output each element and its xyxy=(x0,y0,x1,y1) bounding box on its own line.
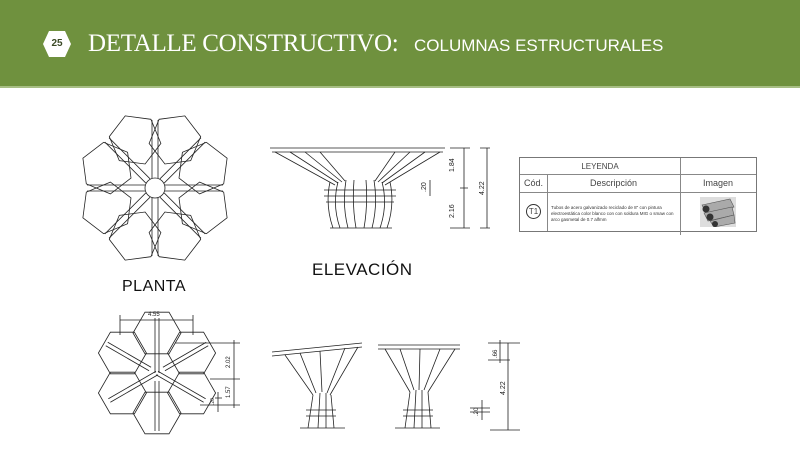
elevation-top-dimensions: 1.84 2.16 4.22 .20 xyxy=(421,147,490,229)
beam-line xyxy=(159,196,202,239)
beam-line xyxy=(108,137,151,180)
beam-line xyxy=(104,141,147,184)
plan-bottom-dimensions: 4.55 2.02 1.57 .20 xyxy=(119,312,240,412)
hexagon-panel xyxy=(132,311,182,355)
header-bar: 25 DETALLE CONSTRUCTIVO: COLUMNAS ESTRUC… xyxy=(0,0,800,88)
hexagon-panel xyxy=(108,211,162,261)
page-number: 25 xyxy=(51,38,63,49)
page-title: DETALLE CONSTRUCTIVO: xyxy=(88,30,399,57)
beam-line xyxy=(104,192,147,235)
dim-plan-lower: 1.57 xyxy=(226,386,232,398)
header-code: Cód. xyxy=(520,174,548,192)
dim-plan-upper: 2.02 xyxy=(226,356,232,368)
header-image: Imagen xyxy=(702,178,734,188)
plan-top-drawing xyxy=(82,115,228,261)
hexagon-panel xyxy=(178,141,228,195)
hexagon-panel xyxy=(82,181,132,235)
hexagon-panel xyxy=(167,371,217,415)
beam-line xyxy=(155,374,204,403)
page-subtitle: COLUMNAS ESTRUCTURALES xyxy=(414,36,664,55)
hexagon-panel xyxy=(132,391,182,435)
hexagon-panel xyxy=(108,115,162,165)
elevation-bottom-drawing xyxy=(271,342,460,429)
hexagon-panel xyxy=(178,181,228,235)
hexagon-panel xyxy=(148,115,202,165)
dim-lower: 2.16 xyxy=(449,204,456,218)
dim-upper: 1.84 xyxy=(449,158,456,172)
elevacion-label: ELEVACIÓN xyxy=(312,260,413,279)
dim-total: 4.22 xyxy=(479,181,486,195)
beam-line xyxy=(163,141,206,184)
steel-tubes-image xyxy=(700,196,736,227)
beam-line xyxy=(108,196,151,239)
beam-line xyxy=(105,345,150,372)
beam-line xyxy=(159,137,202,180)
dim-canopy: .66 xyxy=(493,349,499,358)
beam-line xyxy=(157,370,206,400)
elevation-bottom-dimensions: .66 4.22 .20 xyxy=(470,340,520,431)
beam-line xyxy=(164,345,209,372)
dim-width: 4.55 xyxy=(148,312,160,318)
beam-line xyxy=(110,374,159,403)
hexagon-panel xyxy=(97,371,147,415)
plan-bottom-drawing xyxy=(97,311,217,435)
beam-line xyxy=(108,370,157,400)
hexagon-panel xyxy=(82,141,132,195)
planta-label: PLANTA xyxy=(122,278,187,295)
beam-line xyxy=(107,341,152,368)
hexagon-panel xyxy=(167,331,217,375)
header-description: Descripción xyxy=(547,174,681,192)
hexagon-panel xyxy=(97,331,147,375)
code-t1: T1 xyxy=(526,204,541,219)
dim-base-bottom: .20 xyxy=(474,407,480,416)
beam-line xyxy=(162,341,207,368)
beam-line xyxy=(163,192,206,235)
dim-plan-base: .20 xyxy=(210,398,216,405)
elevation-top-drawing xyxy=(270,147,445,229)
legend-title: LEYENDA xyxy=(520,158,681,174)
description-t1: Tubos de acero galvanizado reciclado de … xyxy=(547,192,681,235)
dim-total-bottom: 4.22 xyxy=(500,381,507,395)
page-number-badge: 25 xyxy=(42,30,72,58)
dim-base: .20 xyxy=(421,182,428,192)
hexagon-panel xyxy=(148,211,202,261)
legend-table: LEYENDA Cód. Descripción Imagen T1 Tubos… xyxy=(519,157,757,235)
center-column xyxy=(144,177,166,199)
hexagon-icon xyxy=(43,31,71,57)
